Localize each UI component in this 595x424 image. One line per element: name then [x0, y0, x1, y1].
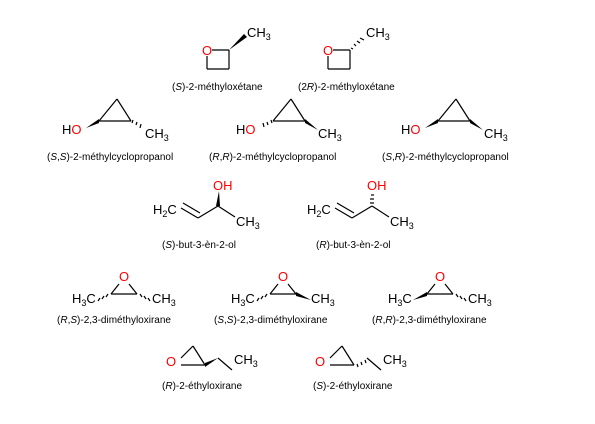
molecule-rr-dimethyloxirane: O H3C CH3 (R,R)-2,3-diméthyloxirane [372, 269, 492, 326]
molecule-2r-methyloxetane: O CH3 (2R)-2-méthyloxétane [298, 25, 395, 93]
methyl-label: CH3 [234, 352, 258, 369]
hydroxyl-label: HO [236, 122, 256, 137]
methyl-label: CH3 [366, 25, 390, 42]
methyl-label: CH3 [484, 126, 508, 143]
molecule-sr-methylcyclopropanol: HO CH3 (S,R)-2-méthylcyclopropanol [382, 98, 509, 163]
methyl-label: CH3 [390, 214, 414, 231]
methylene-label: H2C [307, 202, 331, 219]
molecule-ss-dimethyloxirane: O H3C CH3 (S,S)-2,3-diméthyloxirane [214, 269, 335, 326]
hydroxyl-label: HO [401, 122, 421, 137]
methyl-label-left: H3C [231, 291, 255, 308]
caption-sr-methylcyclopropanol: (S,R)-2-méthylcyclopropanol [382, 152, 509, 163]
methyl-label: CH3 [383, 352, 407, 369]
methyl-label-right: CH3 [468, 291, 492, 308]
hydroxyl-label: HO [62, 122, 82, 137]
molecule-s-butenol: OH H2C CH3 (S)-but-3-èn-2-ol [153, 178, 260, 251]
caption-rr-dimethyloxirane: (R,R)-2,3-diméthyloxirane [372, 315, 487, 326]
oxygen-label: O [202, 43, 212, 58]
oxygen-label: O [119, 269, 129, 284]
methyl-label: CH3 [236, 214, 260, 231]
methyl-label-right: CH3 [152, 291, 176, 308]
methyl-label-left: H3C [388, 291, 412, 308]
hydroxyl-label: OH [213, 178, 233, 193]
molecule-rr-methylcyclopropanol: HO CH3 (R,R)-2-méthylcyclopropanol [209, 98, 342, 163]
caption-s-butenol: (S)-but-3-èn-2-ol [162, 240, 236, 251]
caption-r-ethyloxirane: (R)-2-éthyloxirane [162, 381, 242, 392]
methyl-label: CH3 [318, 126, 342, 143]
molecule-rs-dimethyloxirane: O H3C CH3 (R,S)-2,3-diméthyloxirane [57, 269, 176, 326]
oxygen-label: O [278, 269, 288, 284]
caption-2r-methyloxetane: (2R)-2-méthyloxétane [298, 82, 395, 93]
molecule-s-methyloxetane: O CH3 (S)-2-méthyloxétane [172, 25, 271, 93]
methyl-label: CH3 [145, 126, 169, 143]
methyl-label-right: CH3 [311, 291, 335, 308]
oxygen-label: O [166, 354, 176, 369]
caption-ss-methylcyclopropanol: (S,S)-2-méthylcyclopropanol [47, 152, 173, 163]
oxygen-label: O [315, 354, 325, 369]
methyl-label: CH3 [247, 25, 271, 42]
caption-rs-dimethyloxirane: (R,S)-2,3-diméthyloxirane [57, 315, 171, 326]
caption-s-methyloxetane: (S)-2-méthyloxétane [172, 82, 263, 93]
molecule-r-ethyloxirane: O CH3 (R)-2-éthyloxirane [162, 345, 258, 392]
caption-r-butenol: (R)-but-3-èn-2-ol [316, 240, 391, 251]
methylene-label: H2C [153, 202, 177, 219]
methyl-label-left: H3C [72, 291, 96, 308]
oxygen-label: O [435, 269, 445, 284]
molecule-r-butenol: OH H2C CH3 (R)-but-3-èn-2-ol [307, 178, 414, 251]
caption-ss-dimethyloxirane: (S,S)-2,3-diméthyloxirane [214, 315, 328, 326]
caption-rr-methylcyclopropanol: (R,R)-2-méthylcyclopropanol [209, 152, 336, 163]
hydroxyl-label: OH [367, 178, 387, 193]
molecule-ss-methylcyclopropanol: HO CH3 (S,S)-2-méthylcyclopropanol [47, 98, 173, 163]
caption-s-ethyloxirane: (S)-2-éthyloxirane [313, 381, 393, 392]
molecule-s-ethyloxirane: O CH3 (S)-2-éthyloxirane [313, 345, 407, 392]
oxygen-label: O [323, 43, 333, 58]
